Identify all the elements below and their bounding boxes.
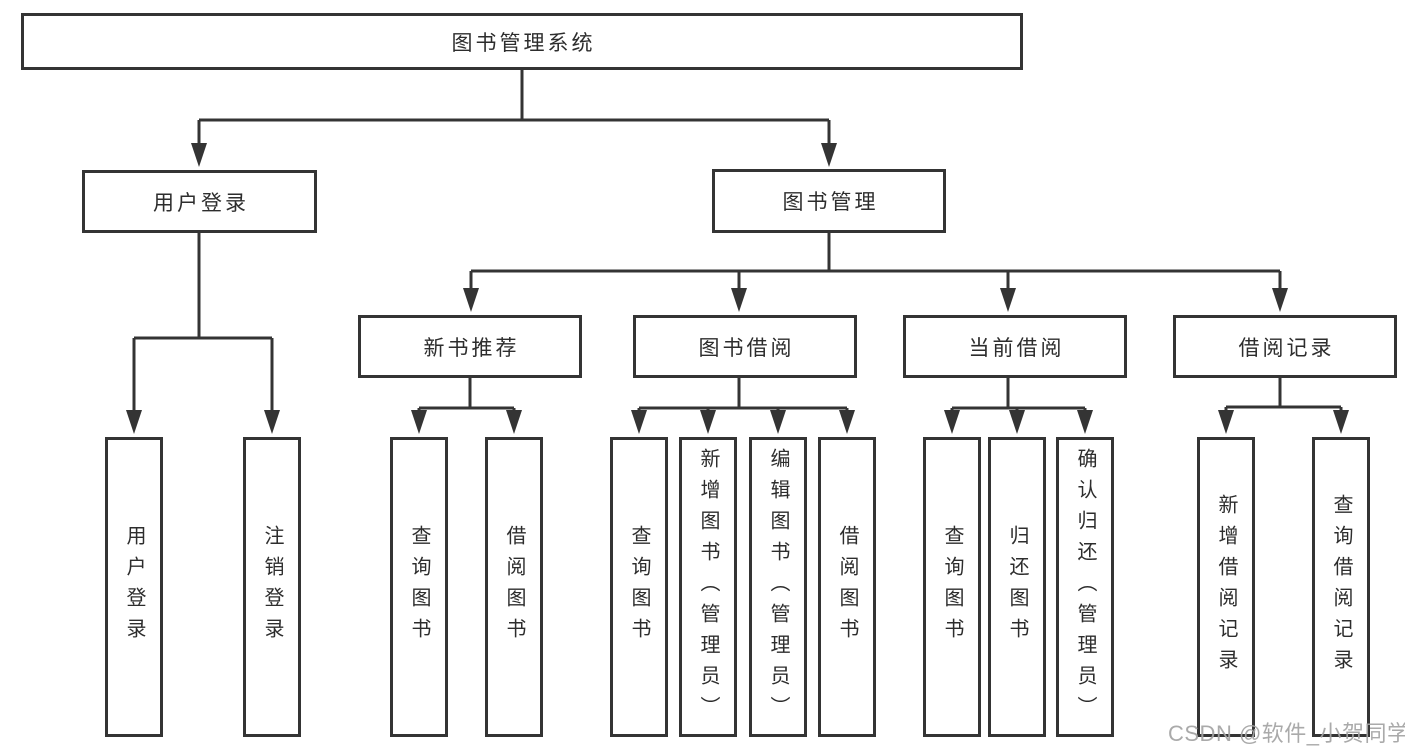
leaf-query-books-newbook: 查询图书 (390, 437, 448, 737)
node-book-management-label: 图书管理 (782, 191, 879, 214)
leaf-return-book: 归还图书 (988, 437, 1046, 737)
node-book-borrow-label: 图书借阅 (698, 336, 795, 360)
node-current-borrow-label: 当前借阅 (968, 336, 1065, 360)
leaf-return-book-label: 归还图书 (1006, 525, 1028, 649)
leaf-edit-book-admin: 编辑图书（管理员） (749, 437, 807, 737)
watermark: CSDN @软件_小贺同学 (1168, 721, 1405, 746)
leaf-borrow-books-newbook-label: 借阅图书 (503, 525, 525, 649)
leaf-query-books-current: 查询图书 (923, 437, 981, 737)
leaf-query-books-borrow: 查询图书 (610, 437, 668, 737)
leaf-add-book-admin: 新增图书（管理员） (679, 437, 737, 737)
leaf-logout-label: 注销登录 (261, 525, 283, 649)
leaf-add-borrow-record-label: 新增借阅记录 (1215, 494, 1237, 680)
leaf-user-login: 用户登录 (105, 437, 163, 737)
node-root-label: 图书管理系统 (451, 31, 596, 55)
leaf-query-borrow-record: 查询借阅记录 (1312, 437, 1370, 737)
leaf-query-books-borrow-label: 查询图书 (628, 525, 650, 649)
node-new-book-recommend-label: 新书推荐 (423, 336, 520, 360)
node-borrow-records-label: 借阅记录 (1238, 336, 1335, 360)
leaf-query-books-current-label: 查询图书 (941, 525, 963, 649)
node-borrow-records: 借阅记录 (1173, 315, 1397, 378)
leaf-borrow-books-newbook: 借阅图书 (485, 437, 543, 737)
leaf-confirm-return-admin-label: 确认归还（管理员） (1074, 447, 1096, 727)
node-user-login-label: 用户登录 (153, 191, 249, 215)
leaf-logout: 注销登录 (243, 437, 301, 737)
leaf-add-book-admin-label: 新增图书（管理员） (697, 447, 719, 727)
node-current-borrow: 当前借阅 (903, 315, 1127, 378)
node-book-borrow: 图书借阅 (633, 315, 857, 378)
leaf-query-borrow-record-label: 查询借阅记录 (1330, 494, 1352, 680)
leaf-edit-book-admin-label: 编辑图书（管理员） (767, 447, 789, 727)
leaf-borrow-books: 借阅图书 (818, 437, 876, 737)
leaf-borrow-books-label: 借阅图书 (836, 525, 858, 649)
node-root: 图书管理系统 (21, 13, 1023, 70)
leaf-add-borrow-record: 新增借阅记录 (1197, 437, 1255, 737)
node-user-login: 用户登录 (82, 170, 317, 233)
leaf-user-login-label: 用户登录 (123, 525, 145, 649)
node-book-management: 图书管理 (712, 169, 946, 233)
leaf-query-books-newbook-label: 查询图书 (408, 525, 430, 649)
node-new-book-recommend: 新书推荐 (358, 315, 582, 378)
leaf-confirm-return-admin: 确认归还（管理员） (1056, 437, 1114, 737)
